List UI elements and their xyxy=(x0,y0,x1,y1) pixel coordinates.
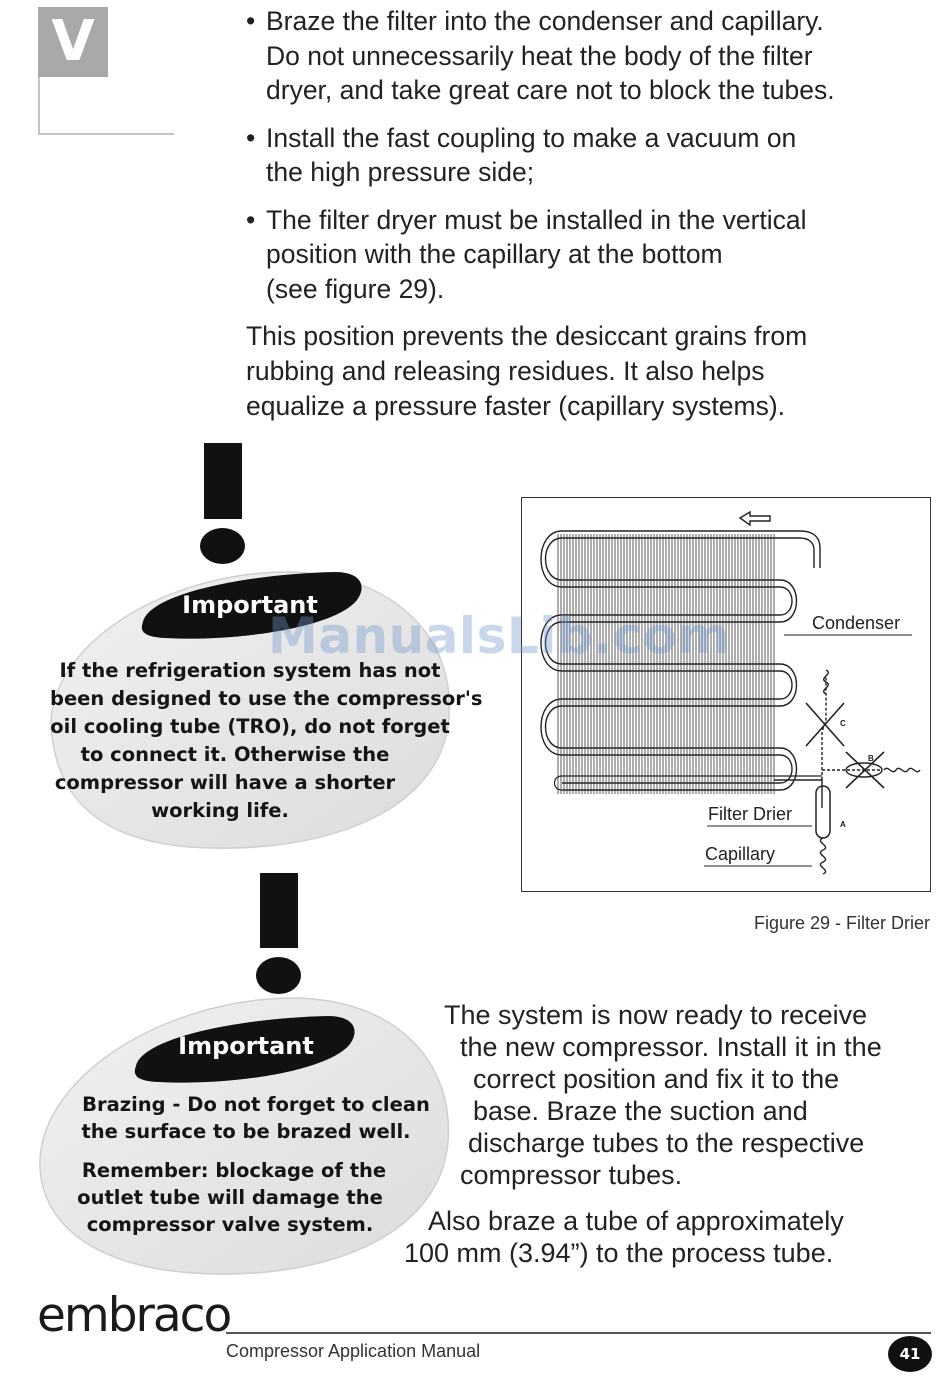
point-b-label: B xyxy=(868,754,874,763)
important-callout-brazing: Important Brazing - Do not forget to cle… xyxy=(36,992,454,1278)
callout-body: Brazing - Do not forget to clean the sur… xyxy=(56,1091,456,1238)
section-divider-horizontal xyxy=(38,133,174,135)
footer-divider xyxy=(226,1332,931,1334)
bullet-line: (see figure 29). xyxy=(266,273,445,304)
bullet-fast-coupling: Install the fast coupling to make a vacu… xyxy=(246,121,926,190)
exclamation-dot-icon xyxy=(256,957,301,994)
callout-title: Important xyxy=(182,591,318,619)
callout-line: Brazing - Do not forget to clean xyxy=(82,1093,430,1116)
callout-title-pill xyxy=(134,1016,355,1083)
exclamation-dot-icon xyxy=(200,528,245,564)
condenser-diagram: Condenser Filter Drier Capillary A B C xyxy=(540,510,921,875)
bullet-line: Install the fast coupling to make a vacu… xyxy=(266,122,797,153)
bullet-line: position with the capillary at the botto… xyxy=(266,239,723,269)
condenser-label: Condenser xyxy=(812,613,900,633)
callout-title: Important xyxy=(178,1032,314,1060)
bullet-braze-filter: Braze the filter into the condenser and … xyxy=(246,4,926,108)
callout-line: been designed to use the compressor's xyxy=(50,687,483,710)
paragraph-line: equalize a pressure faster (capillary sy… xyxy=(246,391,786,421)
important-callout-tro: Important If the refrigeration system ha… xyxy=(30,566,483,854)
callout-line: compressor valve system. xyxy=(86,1213,374,1236)
callout-line: compressor will have a shorter xyxy=(54,771,396,794)
callout-body: If the refrigeration system has not been… xyxy=(50,657,483,825)
bullet-line: Do not unnecessarily heat the body of th… xyxy=(266,40,813,71)
bullet-vertical-position: The filter dryer must be installed in th… xyxy=(246,203,926,307)
section-tab: V xyxy=(38,7,108,77)
callout-line: to connect it. Otherwise the xyxy=(80,743,390,766)
point-c-label: C xyxy=(840,719,846,728)
paragraph-line: the new compressor. Install it in the xyxy=(460,1032,882,1062)
filter-drier-label: Filter Drier xyxy=(708,804,792,824)
bullet-line: The filter dryer must be installed in th… xyxy=(266,204,807,235)
paragraph-line: This position prevents the desiccant gra… xyxy=(246,321,808,351)
callout-line: the surface to be brazed well. xyxy=(81,1120,411,1143)
figure-filter-drier: Condenser Filter Drier Capillary A B C xyxy=(521,497,931,892)
page-number-badge: 41 xyxy=(888,1336,932,1372)
callout-line: oil cooling tube (TRO), do not forget xyxy=(50,715,450,738)
paragraph-line: Also braze a tube of approximately xyxy=(428,1206,844,1236)
callout-title-pill xyxy=(141,572,362,639)
paragraph-line: discharge tubes to the respective xyxy=(468,1128,865,1158)
callout-line: If the refrigeration system has not xyxy=(59,659,441,682)
paragraph-line: rubbing and releasing residues. It also … xyxy=(246,356,765,386)
position-explanation: This position prevents the desiccant gra… xyxy=(246,319,926,424)
paragraph-line: correct position and fix it to the xyxy=(473,1064,840,1094)
exclamation-icon xyxy=(260,873,298,948)
paragraph-line: 100 mm (3.94”) to the process tube. xyxy=(404,1238,834,1268)
bullet-line: dryer, and take great care not to block … xyxy=(266,75,835,105)
point-a-label: A xyxy=(840,820,846,829)
callout-line: working life. xyxy=(151,799,289,822)
paragraph-line: compressor tubes. xyxy=(460,1160,683,1190)
paragraph-line: The system is now ready to receive xyxy=(444,1000,868,1030)
instruction-bullets: Braze the filter into the condenser and … xyxy=(246,4,926,319)
callout-background-shape xyxy=(50,571,450,849)
figure-caption: Figure 29 - Filter Drier xyxy=(753,913,930,933)
callout-line: outlet tube will damage the xyxy=(77,1186,383,1209)
exclamation-icon xyxy=(204,443,242,519)
embraco-logo: embraco xyxy=(37,1288,232,1343)
bullet-line: Braze the filter into the condenser and … xyxy=(266,6,824,36)
callout-line: Remember: blockage of the xyxy=(81,1159,387,1182)
footer-title: Compressor Application Manual xyxy=(226,1341,481,1361)
capillary-label: Capillary xyxy=(705,844,775,864)
paragraph-line: base. Braze the suction and xyxy=(473,1096,808,1126)
bullet-line: the high pressure side; xyxy=(266,157,535,187)
section-divider-vertical xyxy=(38,77,40,135)
